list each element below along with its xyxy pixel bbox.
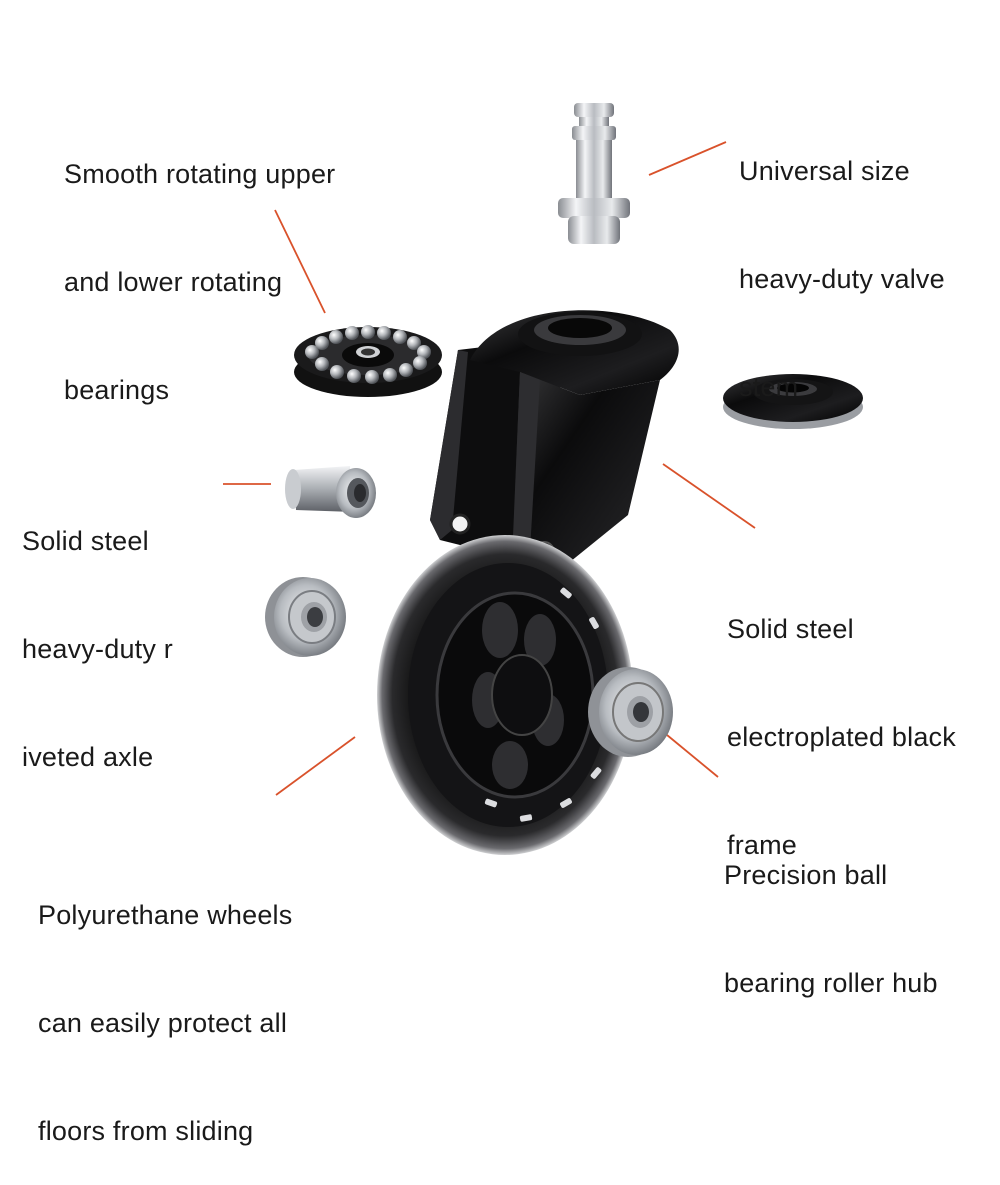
label-line: floors from sliding — [38, 1116, 254, 1146]
callout-line-bearings — [274, 209, 326, 314]
label-line: heavy-duty valve — [739, 264, 945, 294]
label-bearings: Smooth rotating upper and lower rotating… — [64, 84, 335, 444]
label-line: stem — [739, 372, 799, 402]
label-line: Precision ball — [724, 860, 888, 890]
label-line: bearing roller hub — [724, 968, 938, 998]
label-valve-stem: Universal size heavy-duty valve stem — [739, 81, 945, 441]
callout-line-frame — [662, 463, 756, 529]
label-line: and lower rotating — [64, 267, 283, 297]
callout-line-valve-stem — [648, 141, 727, 176]
callout-lines — [223, 141, 756, 796]
label-line: iveted axle — [22, 742, 154, 772]
label-line: Solid steel — [727, 614, 854, 644]
label-hub: Precision ball bearing roller hub — [724, 785, 938, 1037]
label-frame: Solid steel electroplated black frame — [727, 539, 956, 899]
caster-frame-image — [430, 310, 679, 590]
callout-line-hub — [666, 734, 719, 778]
riveted-axle-image — [285, 466, 376, 518]
valve-stem-image — [558, 103, 630, 244]
roller-hub-bearing-image — [588, 667, 673, 757]
label-line: Solid steel — [22, 526, 149, 556]
label-line: frame — [727, 830, 798, 860]
callout-line-wheels — [275, 736, 356, 796]
label-line: can easily protect all — [38, 1008, 288, 1038]
label-line: Polyurethane wheels — [38, 900, 293, 930]
label-line: bearings — [64, 375, 170, 405]
label-line: Smooth rotating upper — [64, 159, 336, 189]
label-line: Universal size — [739, 156, 910, 186]
label-line: electroplated black — [727, 722, 956, 752]
ball-bearing-race-image — [294, 325, 442, 397]
polyurethane-wheel-image — [377, 535, 633, 855]
label-line: heavy-duty r — [22, 634, 173, 664]
product-illustration — [223, 103, 863, 855]
label-axle: Solid steel heavy-duty r iveted axle — [22, 451, 173, 811]
loose-bearing-image — [265, 577, 346, 657]
label-wheels: Polyurethane wheels can easily protect a… — [38, 825, 292, 1185]
bearing-cap-image — [723, 374, 863, 429]
